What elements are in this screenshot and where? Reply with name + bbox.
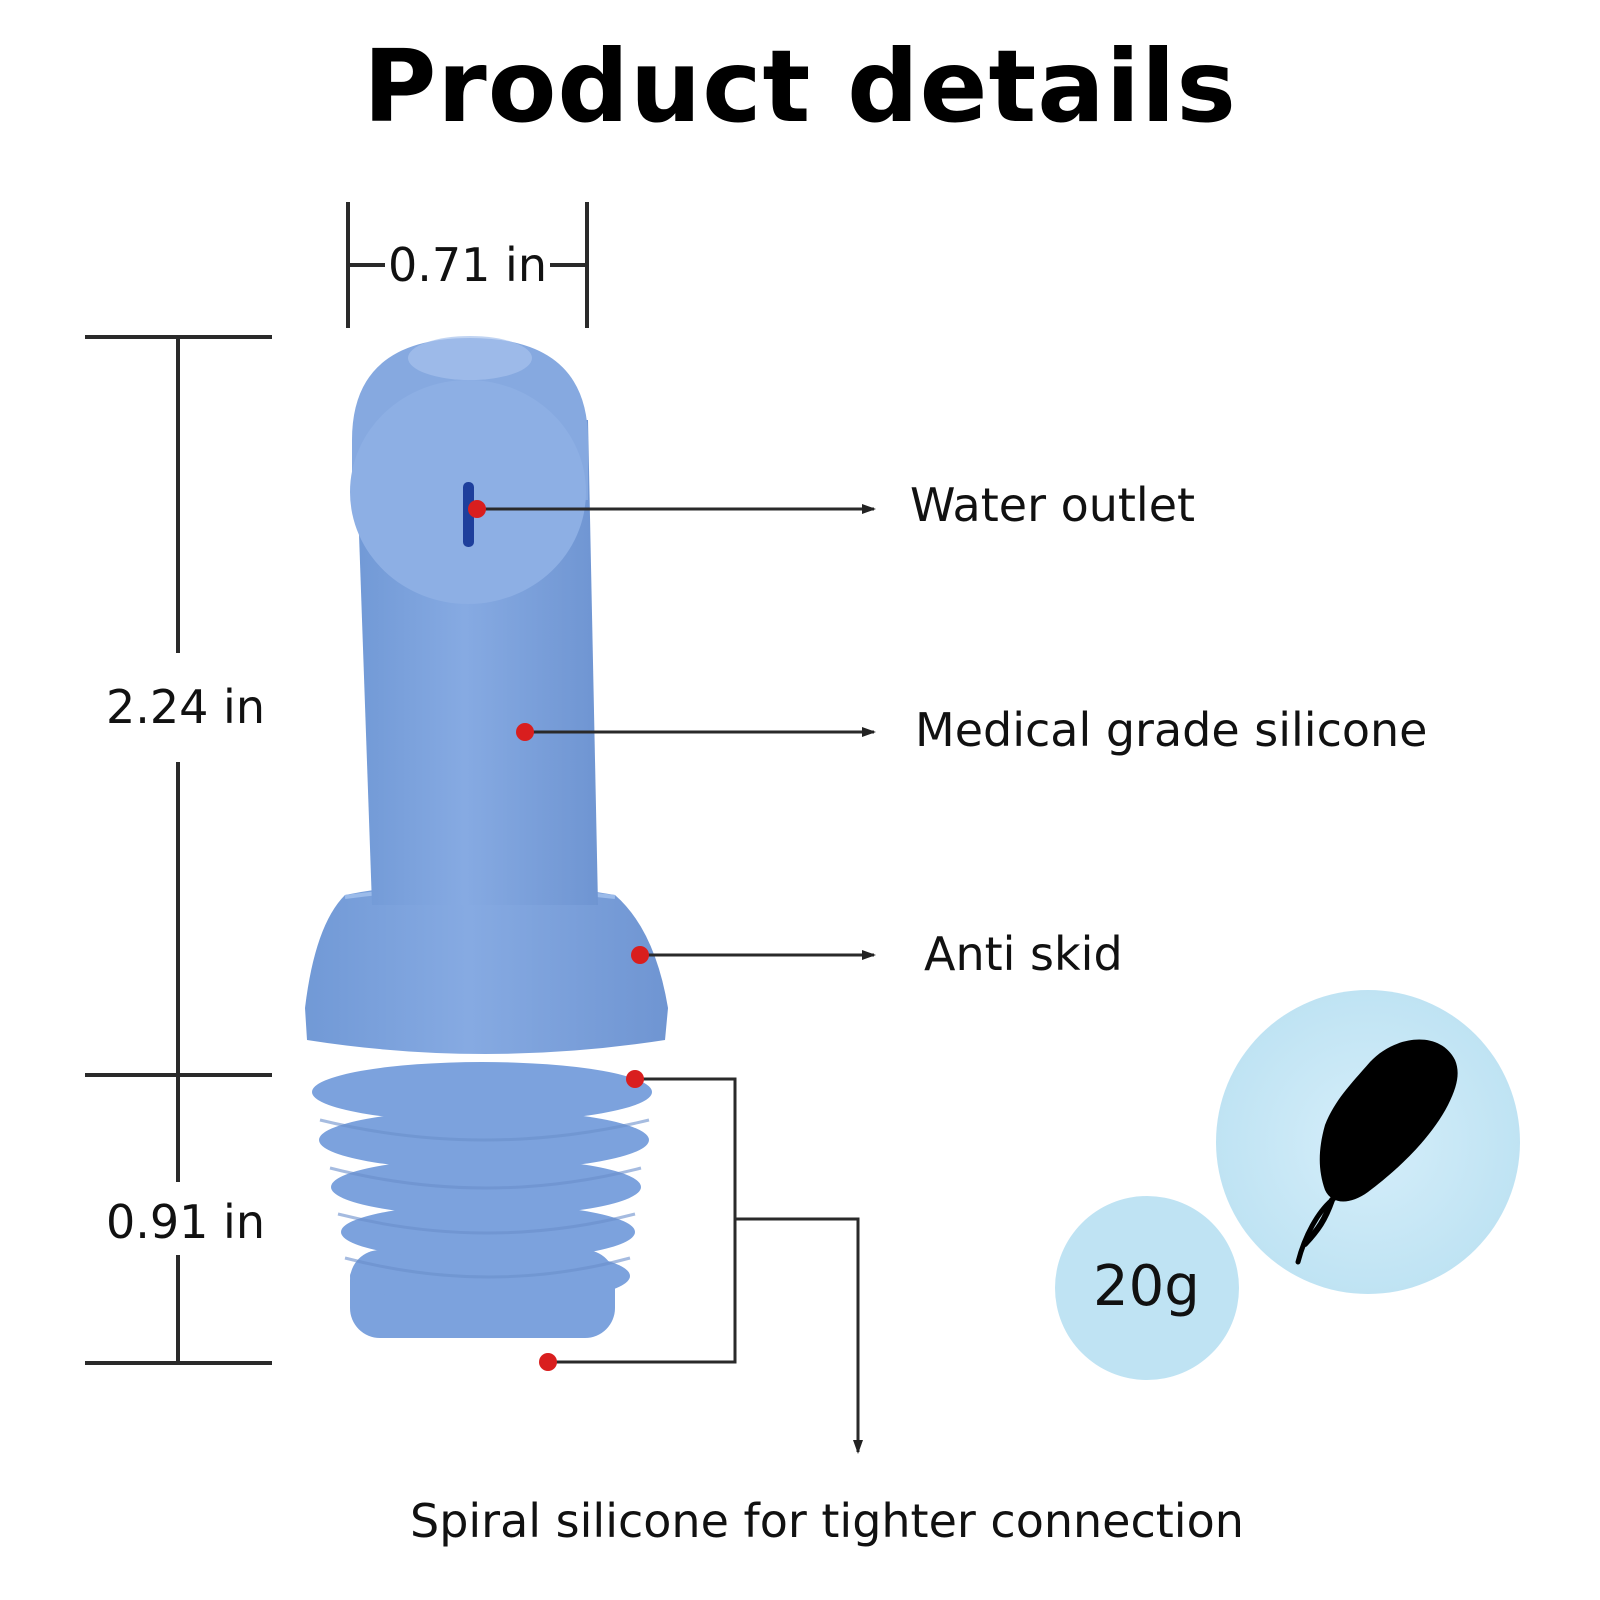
dimension-lines xyxy=(85,202,589,1365)
callout-markers xyxy=(468,500,649,1371)
product-nozzle xyxy=(305,336,668,1338)
marker-spiral-bottom xyxy=(539,1353,557,1371)
callout-silicone: Medical grade silicone xyxy=(915,703,1428,757)
callout-anti-skid: Anti skid xyxy=(924,927,1123,981)
weight-badge xyxy=(1055,1196,1239,1380)
callout-spiral: Spiral silicone for tighter connection xyxy=(410,1494,1244,1548)
water-outlet-slot xyxy=(463,482,474,547)
callout-water-outlet: Water outlet xyxy=(910,478,1196,532)
weight-value: 20g xyxy=(1093,1254,1200,1319)
callout-leaders xyxy=(477,504,876,1454)
thread-height-dimension: 0.91 in xyxy=(106,1195,265,1249)
spiral-thread xyxy=(312,1062,652,1338)
page-title: Product details xyxy=(363,28,1237,145)
marker-spiral-top xyxy=(626,1070,644,1088)
marker-water-outlet xyxy=(468,500,486,518)
anti-skid-collar xyxy=(305,882,668,1054)
feather-icon xyxy=(1295,1039,1458,1265)
width-dimension: 0.71 in xyxy=(388,238,547,292)
marker-silicone xyxy=(516,723,534,741)
total-height-dimension: 2.24 in xyxy=(106,680,265,734)
marker-anti-skid xyxy=(631,946,649,964)
